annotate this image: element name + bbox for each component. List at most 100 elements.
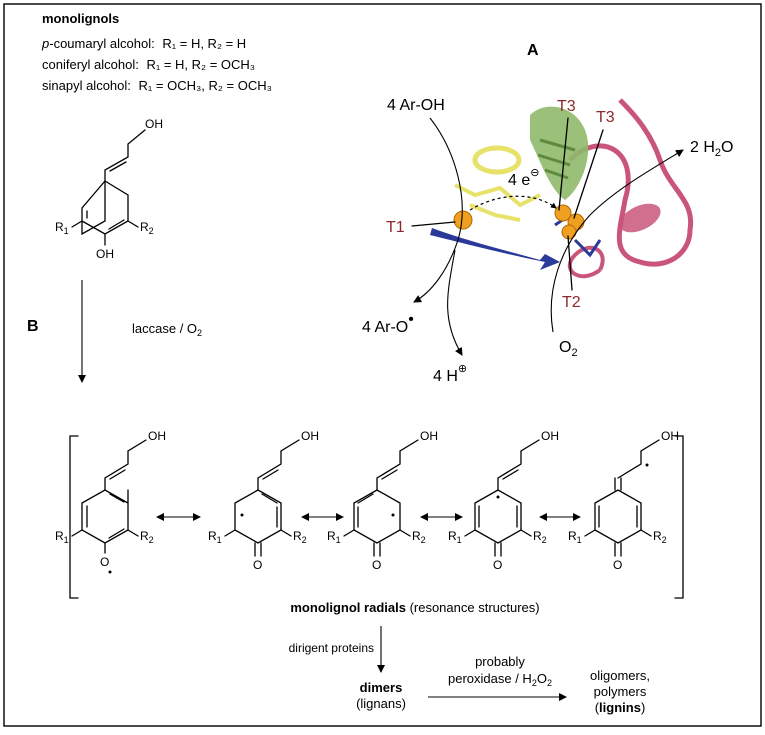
r2-label-1: R2: [140, 529, 154, 545]
r2-label-2: R2: [293, 529, 307, 545]
oh-label-3: OH: [420, 429, 438, 443]
panel-a-label: A: [527, 42, 539, 59]
green-sheet: [530, 106, 589, 200]
left-bracket: [69, 435, 79, 599]
r1-label-1: R1: [55, 529, 69, 545]
r1-bond-5: [584, 529, 596, 537]
panel-b-label: B: [27, 318, 39, 335]
propenyl-chain: [104, 129, 146, 182]
r2-label-4: R2: [533, 529, 547, 545]
dimers-label: dimers: [360, 680, 403, 695]
o-label-4: O: [493, 558, 502, 572]
radical-dot-4: [496, 495, 500, 499]
resonance-brackets: [69, 435, 684, 599]
radical-dot-5: [645, 463, 649, 467]
ar-o-radical-label: 4 Ar-O•: [362, 311, 414, 336]
pink-helix: [619, 203, 661, 233]
proton-release-arrow: [447, 249, 463, 356]
resonance-structure-2: OH O R1 R2: [208, 429, 319, 572]
ring-2: [234, 489, 282, 544]
r1-bond-2: [224, 529, 236, 537]
chain-3: [376, 439, 419, 491]
o-label-3: O: [372, 558, 381, 572]
ring-double-right: [108, 219, 125, 230]
t3-leader-1: [558, 117, 569, 211]
protons-label: 4 H⊕: [433, 363, 467, 385]
chain-5: [617, 439, 660, 479]
oligomers-label: oligomers,: [590, 668, 650, 683]
sinapyl-name: sinapyl alcohol:: [42, 78, 131, 93]
monolignols-title: monolignols: [42, 11, 119, 26]
right-bracket: [674, 435, 684, 599]
ring-2-double-a: [261, 493, 278, 504]
oxygen-label: O2: [559, 339, 578, 359]
r2-bond-3: [399, 529, 411, 537]
r2-bond-2: [280, 529, 292, 537]
ring-1: [81, 489, 129, 544]
r2-label-5: R2: [653, 529, 667, 545]
resonance-structure-4: OH O R1 R2: [448, 429, 559, 572]
monolignol-structure: OH OH R1 R2: [55, 117, 163, 261]
t3-label-2: T3: [596, 109, 615, 126]
substrate-oxidation-arrow: [413, 117, 463, 303]
coniferyl-line: coniferyl alcohol: R₁ = H, R₂ = OCH₃: [42, 57, 255, 72]
copper-t1: [453, 210, 473, 230]
ring-5: [594, 489, 642, 544]
ar-oh-label: 4 Ar-OH: [387, 97, 445, 114]
oh-label-5: OH: [661, 429, 679, 443]
r2-bond-1: [127, 529, 139, 537]
t1-label: T1: [386, 219, 405, 236]
laccase-label: laccase / O2: [132, 321, 202, 338]
resonance-structure-5: OH O R1 R2: [568, 429, 679, 572]
chain-3-double: [381, 469, 398, 480]
r2-label-3: R2: [412, 529, 426, 545]
ring-3-double-a: [357, 493, 374, 504]
aromatic-ring: [81, 180, 129, 236]
r1-label-4: R1: [448, 529, 462, 545]
oh-label-2: OH: [301, 429, 319, 443]
chain-4: [497, 439, 540, 491]
chain-4-double: [502, 469, 519, 480]
chain-1: [104, 439, 147, 491]
chain-2: [257, 439, 300, 491]
pink-loop-2: [567, 245, 605, 279]
coniferyl-substituents: R₁ = H, R₂ = OCH₃: [146, 57, 255, 72]
r1-label-2: R1: [208, 529, 222, 545]
ring-3: [353, 489, 401, 544]
t3-label-1: T3: [557, 98, 576, 115]
coumaryl-name: -coumaryl alcohol:: [49, 36, 155, 51]
probably-label: probably: [475, 654, 525, 669]
yellow-helix: [472, 145, 522, 175]
radical-dot-1: [108, 570, 112, 574]
peroxidase-label: peroxidase / H2O2: [448, 671, 552, 688]
r1-label-3: R1: [327, 529, 341, 545]
laccase-protein-model: [430, 98, 694, 279]
coniferyl-name: coniferyl alcohol:: [42, 57, 139, 72]
r1-label-5: R1: [568, 529, 582, 545]
blue-strand: [430, 228, 560, 270]
green-strands: [537, 138, 576, 180]
polymers-label: polymers: [594, 684, 647, 699]
ring-1-double-b: [108, 528, 125, 539]
resonance-structure-3: OH O R1 R2: [327, 429, 438, 572]
ring-4: [474, 489, 522, 544]
r2-bond: [127, 220, 139, 228]
sinapyl-line: sinapyl alcohol: R₁ = OCH₃, R₂ = OCH₃: [42, 78, 272, 93]
double-bond-inner: [109, 161, 127, 172]
ring-1-double-c: [109, 493, 125, 503]
monolignols-legend: monolignols p-coumaryl alcohol: R₁ = H, …: [41, 11, 272, 93]
radical-dot-2: [240, 513, 244, 517]
r1-label: R1: [55, 220, 69, 236]
lignins-label: (lignins): [595, 700, 646, 715]
electron-transfer-path: [469, 195, 557, 211]
sinapyl-substituents: R₁ = OCH₃, R₂ = OCH₃: [139, 78, 272, 93]
coumaryl-line: p-coumaryl alcohol: R₁ = H, R₂ = H: [41, 36, 246, 51]
lignans-label: (lignans): [356, 696, 406, 711]
water-label: 2 H2O: [690, 139, 733, 159]
radicals-caption: monolignol radials (resonance structures…: [290, 600, 539, 615]
oh-label-4: OH: [541, 429, 559, 443]
t2-label: T2: [562, 294, 581, 311]
top-oh-label: OH: [145, 117, 163, 131]
t3-leader-2: [573, 129, 604, 219]
